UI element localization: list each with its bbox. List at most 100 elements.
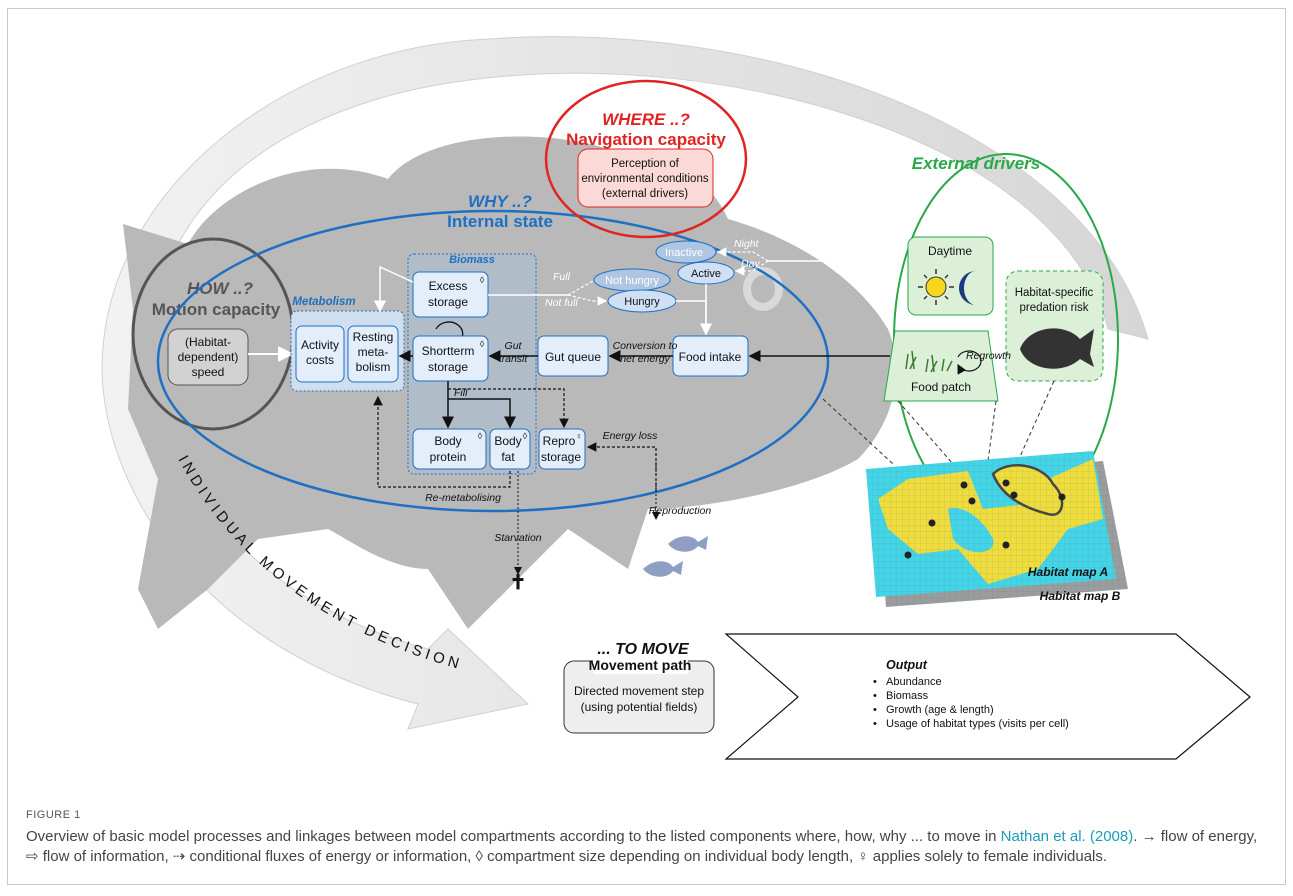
output-chevron <box>724 633 1251 760</box>
conversion-line-1: Conversion to <box>613 340 678 352</box>
moon-icon <box>958 270 976 305</box>
speed-box <box>167 328 249 386</box>
caption-citation-link[interactable]: Nathan et al. (2008) <box>1000 828 1134 845</box>
output-item-1: Abundance <box>886 676 942 688</box>
output-bullet-1: • <box>873 676 877 688</box>
repro-line-1: Repro <box>543 434 576 448</box>
output-title: Output <box>886 658 928 672</box>
resting-line-2: meta- <box>358 345 389 359</box>
activity-line-1: Activity <box>301 338 339 352</box>
figure-frame: HOW ..? Motion capacity (Habitat- depend… <box>7 8 1286 885</box>
active-label: Active <box>691 268 721 280</box>
navigation-capacity-label: Navigation capacity <box>566 130 726 149</box>
repro-female-icon: ♀ <box>576 431 583 441</box>
metabolism-label: Metabolism <box>292 296 355 308</box>
food-patch-box <box>883 330 999 402</box>
output-bullet-4: • <box>873 718 877 730</box>
figure-caption-label: FIGURE 1 <box>26 809 81 821</box>
internal-state-label: Internal state <box>447 212 553 231</box>
predation-line-2: predation risk <box>1019 302 1088 314</box>
not-full-arrow <box>567 294 608 306</box>
excess-feedback-line <box>374 265 414 313</box>
hungry-label: Hungry <box>624 296 660 308</box>
decision-arc <box>101 36 1149 730</box>
offspring-fish-icon <box>643 536 708 577</box>
food-patch-label: Food patch <box>911 380 971 394</box>
sun-icon <box>918 269 954 305</box>
energy-loss-label: Energy loss <box>603 430 659 442</box>
movement-path-label: Movement path <box>589 657 692 673</box>
speed-line-2: dependent) <box>178 350 239 364</box>
habitat-map-b-label: Habitat map B <box>1040 589 1121 603</box>
perception-line-3: (external drivers) <box>602 188 688 200</box>
shortterm-line-1: Shortterm <box>422 344 475 358</box>
remetabolising-label: Re-metabolising <box>425 492 501 504</box>
gut-queue-label: Gut queue <box>545 350 601 364</box>
shortterm-line-2: storage <box>428 360 468 374</box>
where-title: WHERE ..? <box>602 110 690 129</box>
habitat-map-a <box>866 451 1116 597</box>
inactive-state <box>655 240 717 264</box>
resting-line-3: bolism <box>356 360 391 374</box>
directed-line-2: (using potential fields) <box>581 700 698 714</box>
shortterm-diamond: ◊ <box>480 339 485 349</box>
output-item-2: Biomass <box>886 690 929 702</box>
output-item-4: Usage of habitat types (visits per cell) <box>886 718 1069 730</box>
why-title: WHY ..? <box>468 192 533 211</box>
night-label: Night <box>734 238 760 250</box>
protein-diamond: ◊ <box>478 431 483 441</box>
how-title: HOW ..? <box>187 279 254 298</box>
predator-fish-icon <box>1020 328 1094 369</box>
resting-line-1: Resting <box>353 330 394 344</box>
output-bullet-2: • <box>873 690 877 702</box>
output-bullet-3: • <box>873 704 877 716</box>
fat-line-1: Body <box>494 434 521 448</box>
fill-label: Fill <box>454 387 468 399</box>
motion-capacity-label: Motion capacity <box>152 300 281 319</box>
day-label: Day <box>741 258 760 270</box>
daytime-label: Daytime <box>928 244 972 258</box>
speed-line-3: speed <box>192 365 225 379</box>
daytime-box <box>907 236 994 316</box>
gut-transit-line-2: transit <box>499 353 529 365</box>
death-cross-icon: ✝ <box>510 572 527 594</box>
food-intake-label: Food intake <box>679 350 742 364</box>
figure-caption: Overview of basic model processes and li… <box>26 827 1266 867</box>
navigation-capacity-ellipse <box>544 79 748 239</box>
activity-line-2: costs <box>306 353 334 367</box>
perception-box <box>577 148 714 208</box>
map-connectors <box>822 380 1055 465</box>
perception-line-1: Perception of <box>611 158 680 170</box>
conversion-line-2: net energy <box>620 353 670 365</box>
inactive-label: Inactive <box>665 247 703 259</box>
body-fat-box <box>489 428 531 470</box>
day-arrow <box>734 260 769 276</box>
internal-state-ellipse <box>156 209 830 513</box>
to-move-title: ... TO MOVE <box>597 641 690 658</box>
habitat-map-a-label: Habitat map A <box>1028 565 1108 579</box>
body-protein-box <box>412 428 487 470</box>
directed-line-1: Directed movement step <box>574 684 704 698</box>
grass-icon <box>905 350 953 373</box>
excess-diamond: ◊ <box>480 275 485 285</box>
shortterm-storage-box <box>412 335 489 382</box>
remetabolising-arrow <box>373 395 511 488</box>
repro-line-2: storage <box>541 450 581 464</box>
resting-metabolism-box <box>347 325 399 383</box>
regrowth-label: Regrowth <box>966 350 1011 362</box>
speed-line-1: (Habitat- <box>185 335 231 349</box>
gut-transit-line-1: Gut <box>505 340 523 352</box>
predation-line-1: Habitat-specific <box>1015 287 1094 299</box>
excess-line-2: storage <box>428 295 468 309</box>
external-drivers-title: External drivers <box>912 154 1041 173</box>
caption-text-a: Overview of basic model processes and li… <box>26 828 1001 845</box>
biomass-label: Biomass <box>449 254 495 266</box>
regrowth-cycle-icon <box>957 350 982 375</box>
repro-storage-box <box>538 428 586 470</box>
fill-to-repro-arrow <box>448 388 569 429</box>
full-label: Full <box>553 271 571 283</box>
protein-line-1: Body <box>434 434 461 448</box>
excess-line-1: Excess <box>429 279 468 293</box>
fill-to-fat-arrow <box>448 398 516 429</box>
not-hungry-label: Not hungry <box>605 275 659 287</box>
